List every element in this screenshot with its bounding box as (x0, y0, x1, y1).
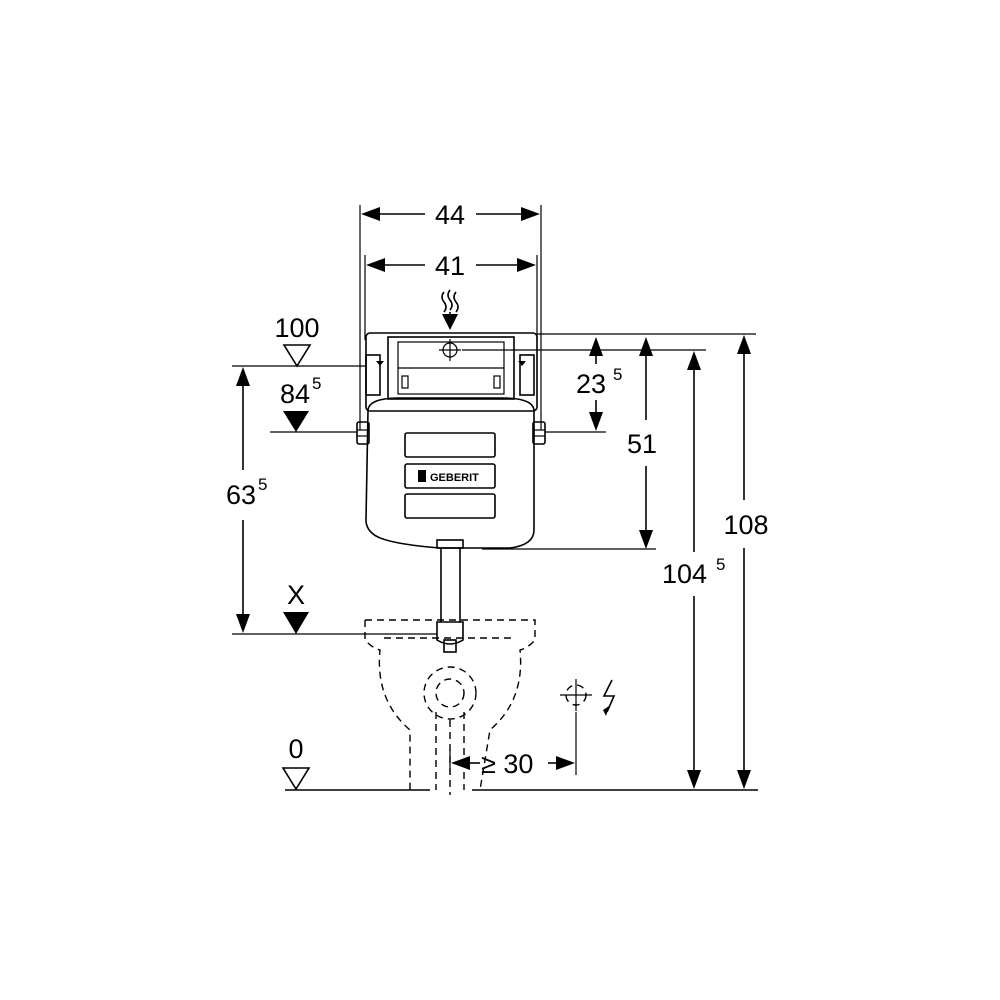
wc-pan-outline (364, 619, 536, 795)
reference-lines-right (462, 333, 756, 550)
width-dimension-41: 41 (364, 251, 538, 340)
level-fixing-sup: 5 (312, 374, 321, 393)
height-dimension-63-5: 63 5 (226, 367, 267, 633)
electrical-connection-icon (560, 679, 616, 716)
brand-logo-text: GEBERIT (430, 472, 479, 484)
width-inner-label: 41 (435, 251, 465, 281)
level-top-label: 100 (274, 313, 319, 343)
offset-dimension-30: ≥ 30 (449, 712, 577, 779)
top-to-outlet-label: 51 (627, 429, 657, 459)
height-dimension-108: 108 (723, 335, 769, 789)
overall-height-label: 108 (723, 510, 768, 540)
floor-to-top-plate-sup: 5 (716, 555, 725, 574)
height-dimension-23-5: 23 5 (576, 337, 622, 431)
level-floor-label: 0 (288, 734, 303, 764)
level-marker-fixing: 84 5 (270, 374, 357, 433)
width-dimension-44: 44 (359, 200, 542, 430)
height-dimension-51: 51 (627, 337, 657, 549)
cistern: GEBERIT (356, 332, 546, 653)
level-outlet-label: X (287, 580, 305, 610)
water-supply-icon (441, 289, 459, 330)
level-marker-floor: 0 (281, 734, 311, 791)
top-to-actuator-sup: 5 (613, 365, 622, 384)
top-to-actuator-label: 23 (576, 369, 606, 399)
level-fixing-label: 84 (280, 379, 310, 409)
floor-to-top-plate-label: 104 (662, 559, 707, 589)
level-marker-outlet: X (232, 580, 437, 635)
outlet-offset-label: ≥ 30 (481, 749, 533, 779)
brand-logo-mark (418, 470, 426, 482)
bracket-to-outlet-sup: 5 (258, 475, 267, 494)
width-outer-label: 44 (435, 200, 465, 230)
height-dimension-104-5: 104 5 (662, 351, 725, 789)
bracket-to-outlet-label: 63 (226, 480, 256, 510)
level-marker-top: 100 (232, 313, 366, 368)
